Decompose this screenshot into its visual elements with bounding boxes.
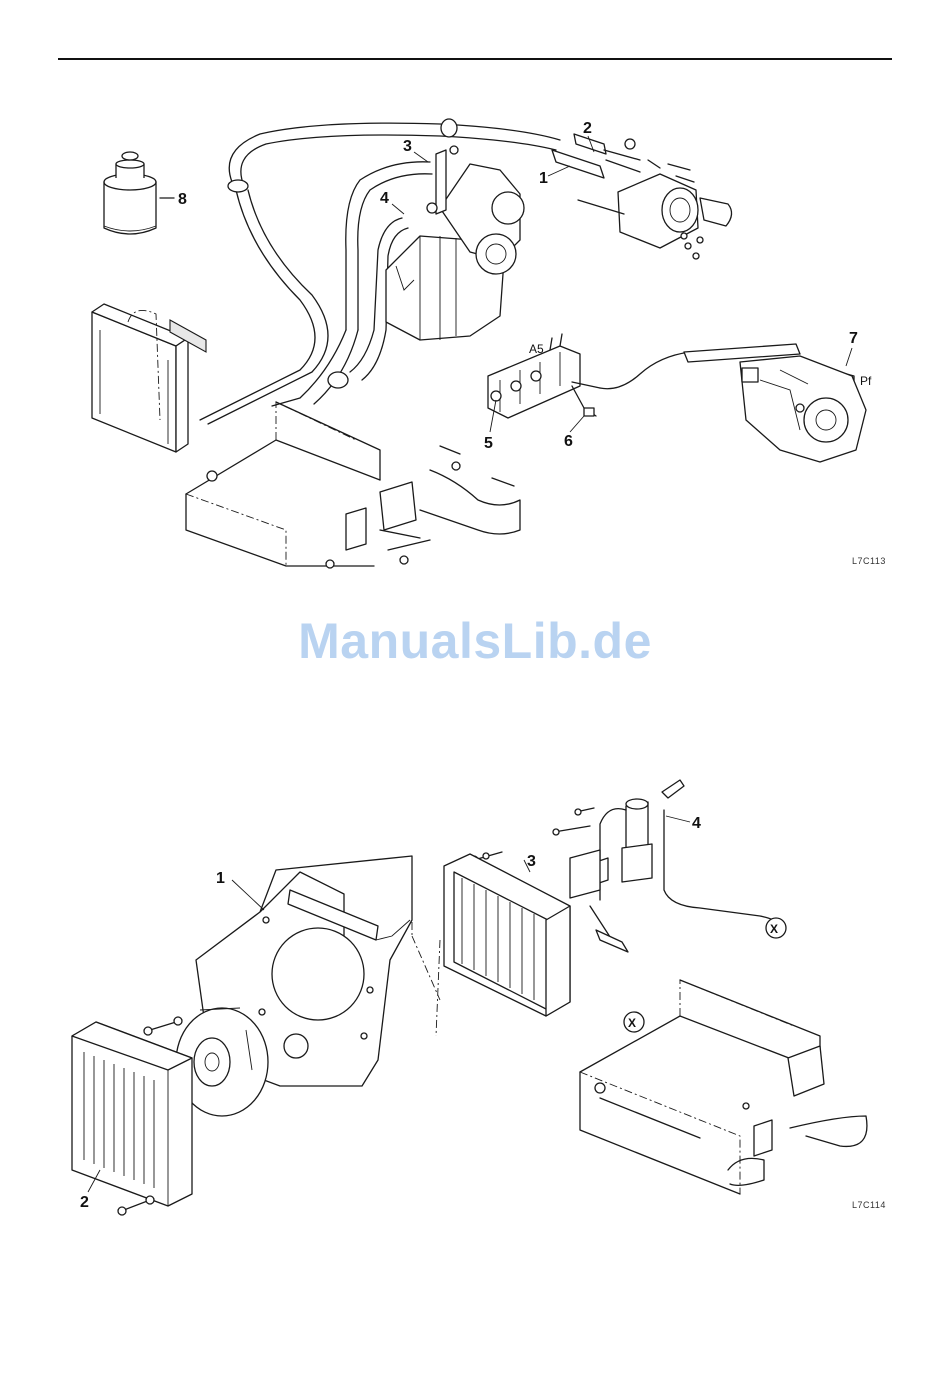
- canister-item-8: [104, 152, 174, 234]
- callout-1: 1: [539, 170, 548, 187]
- compressor: [552, 134, 732, 259]
- exploded-diagram-top: 1 2 3 4 5 6 7 8 A5 Pf L7C113: [0, 90, 950, 580]
- condenser-item-3: [436, 854, 570, 1036]
- connector-x-top-label: X: [770, 922, 778, 936]
- callout-3: 3: [403, 138, 412, 155]
- callout-8: 8: [178, 191, 187, 208]
- connector-x-bottom-label: X: [628, 1016, 636, 1030]
- label-pf: Pf: [860, 374, 872, 388]
- valve-block: [488, 334, 600, 418]
- exploded-diagram-bottom: X X 1 2 3 4 L7C114: [0, 740, 950, 1230]
- callout-5: 5: [484, 435, 493, 452]
- leader-b4: [666, 816, 690, 822]
- callout-6: 6: [564, 433, 573, 450]
- callout-b3: 3: [527, 853, 536, 870]
- callout-b2: 2: [80, 1194, 89, 1211]
- connector-x-bottom: X: [624, 1012, 644, 1032]
- callout-2: 2: [583, 120, 592, 137]
- header-rule: [58, 58, 892, 60]
- leader-4: [392, 204, 404, 214]
- hydraulic-pump: [740, 356, 866, 462]
- grille-item-2: [72, 1022, 192, 1206]
- leader-6: [570, 416, 584, 432]
- watermark: ManualsLib.de: [0, 612, 950, 670]
- heat-exchanger-left: [92, 304, 206, 452]
- leader-1: [548, 166, 570, 176]
- drier-item-4: [553, 780, 777, 952]
- callout-b1: 1: [216, 870, 225, 887]
- chassis-frame-right: [580, 980, 867, 1194]
- leader-b1: [232, 880, 264, 910]
- callout-b4: 4: [692, 815, 701, 832]
- callout-4: 4: [380, 190, 389, 207]
- chassis-frame: [186, 402, 520, 568]
- leader-3: [414, 152, 428, 162]
- figure-code-bottom: L7C114: [852, 1200, 886, 1210]
- figure-code-top: L7C113: [852, 556, 886, 566]
- connector-x-top: X: [766, 918, 786, 938]
- callout-7: 7: [849, 330, 858, 347]
- label-a5: A5: [529, 342, 544, 356]
- leader-7: [846, 348, 852, 366]
